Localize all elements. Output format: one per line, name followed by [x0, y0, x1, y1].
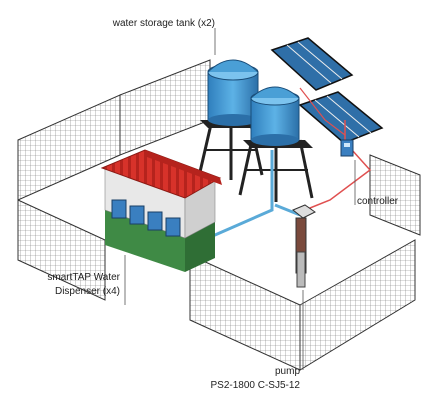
solar-panel-top: [270, 37, 354, 91]
fence: [17, 59, 421, 371]
solar-panel-bottom: [298, 91, 384, 144]
fence-left-side: [17, 199, 106, 301]
pump: [292, 204, 316, 288]
dispenser-building: [100, 149, 222, 272]
wire-solar-controller: [304, 120, 372, 211]
fence-front: [189, 254, 301, 371]
fence-right: [299, 239, 416, 371]
fence-right-back: [369, 154, 421, 236]
pump-label-line1: pump: [274, 366, 300, 377]
pump-label-line2: PS2-1800 C-SJ5-12: [210, 380, 301, 391]
controller-label: controller: [357, 196, 399, 207]
controller: [340, 139, 354, 157]
wire-panels: [299, 87, 346, 136]
pipe-pump-to-tank: [274, 203, 301, 217]
tank-label: water storage tank (x2): [112, 18, 215, 29]
dispenser-label-line2: Dispenser (x4): [54, 286, 120, 297]
dispenser-label-line1: smartTAP Water: [47, 272, 120, 283]
water-tank-right: [238, 86, 314, 202]
leader-lines: [124, 28, 356, 370]
fence-back-right: [119, 59, 211, 156]
